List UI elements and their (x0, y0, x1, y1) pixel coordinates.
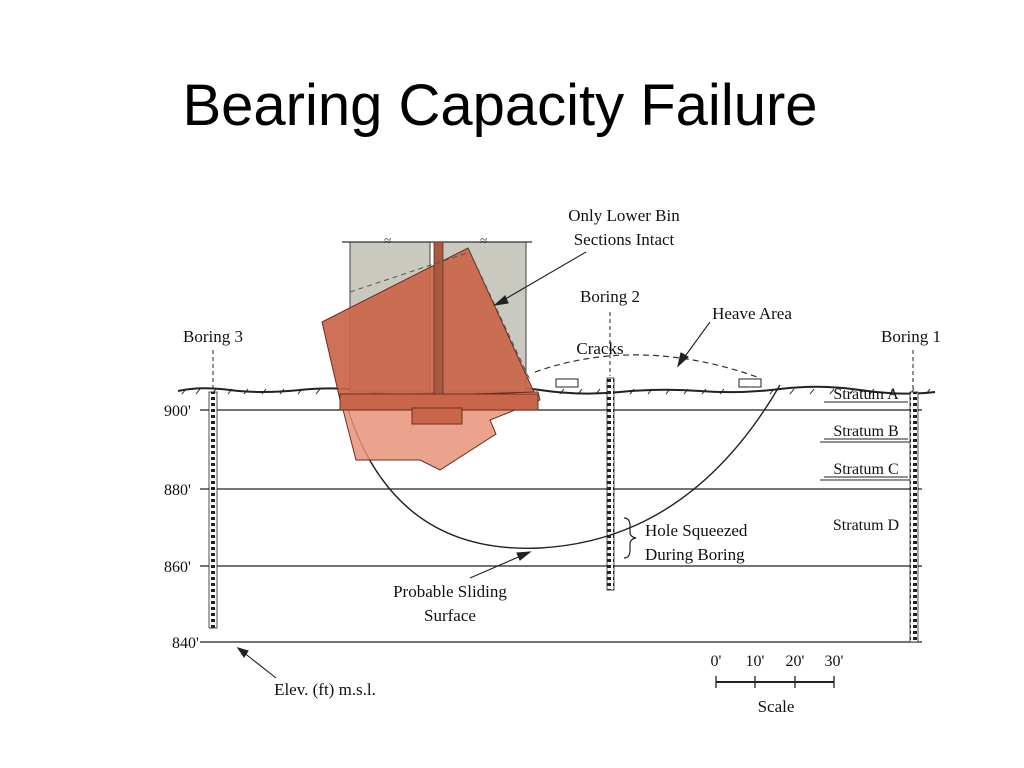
scale-bar (715, 676, 835, 688)
boring-2-column (606, 377, 615, 591)
stratum-c-label: Stratum C (833, 461, 898, 478)
ground-hatch (181, 388, 931, 395)
svg-text:≈: ≈ (480, 233, 487, 248)
label-boring-1: Boring 1 (881, 327, 941, 346)
ground-surface (177, 385, 936, 396)
label-hole-squeezed-2: During Boring (645, 545, 745, 564)
boring-1-column (909, 391, 919, 643)
stratum-a-label: Stratum A (833, 386, 899, 403)
elev-label-900: 900' (164, 403, 191, 420)
slide-title: Bearing Capacity Failure (182, 73, 818, 138)
elevation-lines (200, 409, 922, 643)
heave-curve (534, 354, 761, 379)
label-cracks: Cracks (576, 339, 623, 358)
elev-label-840: 840' (172, 635, 199, 652)
label-sliding-1: Probable Sliding (393, 582, 507, 601)
label-only-lower-bin-1: Only Lower Bin (568, 206, 680, 225)
central-wall (433, 241, 444, 395)
sliding-surface-curve (344, 384, 781, 549)
hole-squeezed-brace (623, 517, 637, 559)
label-hole-squeezed-1: Hole Squeezed (645, 521, 748, 540)
svg-text:≈: ≈ (384, 233, 391, 248)
label-only-lower-bin-2: Sections Intact (574, 230, 675, 249)
label-sliding-2: Surface (424, 606, 476, 625)
scale-tick-0: 0' (711, 653, 722, 670)
label-boring-3: Boring 3 (183, 327, 243, 346)
crack-marker-right (738, 378, 762, 388)
label-heave-area: Heave Area (712, 304, 792, 323)
scale-label: Scale (758, 697, 795, 716)
boring-3-column (208, 391, 218, 629)
mat-foundation-key (411, 407, 463, 425)
elev-label-860: 860' (164, 559, 191, 576)
scale-tick-30: 30' (825, 653, 844, 670)
label-elevation: Elev. (ft) m.s.l. (274, 680, 376, 699)
stratum-lines (820, 441, 912, 481)
leader-lines (236, 251, 711, 679)
stratum-d-label: Stratum D (833, 517, 899, 534)
label-boring-2: Boring 2 (580, 287, 640, 306)
elev-label-880: 880' (164, 482, 191, 499)
stratum-b-label: Stratum B (833, 423, 898, 440)
crack-marker-left (555, 378, 579, 388)
scale-tick-10: 10' (746, 653, 765, 670)
scale-tick-20: 20' (786, 653, 805, 670)
tilted-foundation-overlay (339, 391, 541, 471)
